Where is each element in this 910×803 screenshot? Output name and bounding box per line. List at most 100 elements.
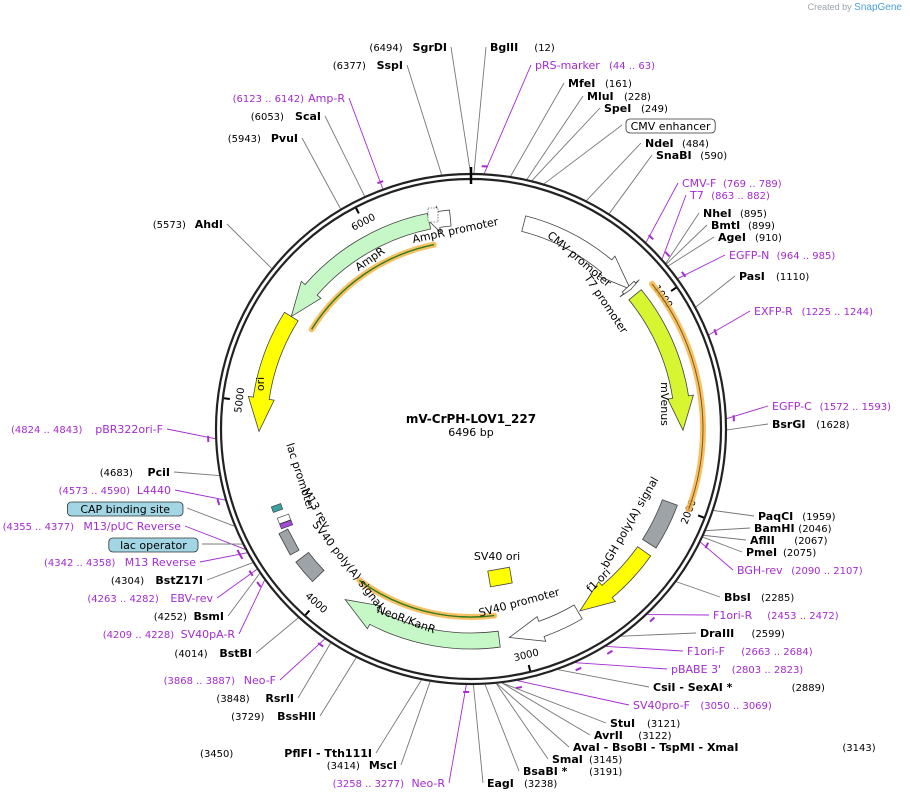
primer-mark: [216, 498, 221, 506]
site-position: (5573): [153, 220, 186, 231]
enzyme-mfei[interactable]: MfeI(161): [568, 77, 632, 90]
site-position: (2803 .. 2823): [732, 665, 804, 676]
primer-neo-f[interactable]: Neo-F(3868 .. 3887): [164, 674, 276, 687]
enzyme-pflfi-tth111i[interactable]: PflFI - Tth111I(3450): [200, 747, 372, 760]
enzyme-paqci[interactable]: PaqCI(1959): [758, 510, 836, 523]
site-name: SV40pA-R: [181, 628, 236, 641]
primer-m13-reverse[interactable]: M13 Reverse(4342 .. 4358): [44, 556, 196, 569]
enzyme-aflii[interactable]: AflII(2067): [750, 534, 828, 547]
enzyme-pcii[interactable]: PciI(4683): [100, 466, 170, 479]
enzyme-mlui[interactable]: MluI(228): [587, 90, 651, 103]
site-name: Neo-F: [244, 674, 276, 687]
enzyme-snabi[interactable]: SnaBI(590): [656, 149, 727, 162]
enzyme-eagi[interactable]: EagI(3238): [487, 777, 557, 790]
leader-line: [677, 254, 726, 279]
feature-box-label: lac operator: [120, 539, 187, 552]
site-position: (4252): [154, 612, 187, 623]
primer-pbr322ori-f[interactable]: pBR322ori-F(4824 .. 4843): [11, 423, 163, 436]
enzyme-pmei[interactable]: PmeI(2075): [746, 546, 816, 559]
primer-neo-r[interactable]: Neo-R(3258 .. 3277): [333, 777, 446, 790]
enzyme-bglii[interactable]: BglII(12): [490, 41, 555, 54]
feature-mvenus[interactable]: [628, 289, 694, 432]
feature-sv40-promoter[interactable]: [508, 604, 583, 642]
feature-ampr[interactable]: [290, 212, 432, 318]
enzyme-pasi[interactable]: PasI(1110): [739, 270, 809, 283]
enzyme-bbsi[interactable]: BbsI(2285): [724, 591, 794, 604]
feature-box-lac-operator[interactable]: lac operator: [108, 537, 199, 553]
feature-box-cmv-enhancer[interactable]: CMV enhancer: [625, 118, 716, 134]
leader-line: [713, 510, 755, 517]
leader-line: [238, 580, 265, 635]
feature-f1-ori[interactable]: [579, 546, 652, 612]
primer-t7[interactable]: T7(863 .. 882): [689, 189, 770, 202]
site-position: (769 .. 789): [723, 179, 782, 190]
enzyme-bsmi[interactable]: BsmI(4252): [154, 610, 224, 623]
site-name: PvuI: [271, 132, 298, 145]
primer-amp-r[interactable]: Amp-R(6123 .. 6142): [233, 92, 346, 105]
enzyme-bmti[interactable]: BmtI(899): [711, 219, 775, 232]
site-position: (6123 .. 6142): [233, 94, 305, 105]
feature-sv40-polya-box[interactable]: [278, 528, 300, 556]
enzyme-avrii[interactable]: AvrII(3122): [594, 729, 672, 742]
feature-bgh-poly-a-signal[interactable]: [642, 499, 678, 549]
enzyme-bamhi[interactable]: BamHI(2046): [754, 522, 832, 535]
enzyme-sgrdi[interactable]: SgrDI(6494): [369, 41, 447, 54]
enzyme-pvui[interactable]: PvuI(5943): [228, 132, 298, 145]
enzyme-sspi[interactable]: SspI(6377): [333, 59, 403, 72]
primer-m13-puc-reverse[interactable]: M13/pUC Reverse(4355 .. 4377): [3, 520, 182, 533]
feature-cap-binding-site[interactable]: [270, 503, 284, 513]
primer-mark: [664, 251, 671, 258]
leader-line: [375, 679, 422, 754]
enzyme-nhei[interactable]: NheI(895): [703, 207, 767, 220]
site-name: RsrII: [265, 692, 294, 705]
enzyme-smai[interactable]: SmaI(3145): [552, 753, 622, 766]
primer-sv40pro-f[interactable]: SV40pro-F(3050 .. 3069): [633, 699, 772, 712]
enzyme-stui[interactable]: StuI(3121): [610, 717, 680, 730]
enzyme-bstbi[interactable]: BstBI(4014): [174, 647, 252, 660]
site-name: BmtI: [711, 219, 740, 232]
inner-feature-label: bGH poly(A) signal: [599, 475, 662, 570]
primer-f1ori-f[interactable]: F1ori-F(2663 .. 2684): [687, 645, 813, 658]
enzyme-spei[interactable]: SpeI(249): [604, 102, 668, 115]
primer-bgh-rev[interactable]: BGH-rev(2090 .. 2107): [737, 564, 863, 577]
primer-pbabe-3[interactable]: pBABE 3'(2803 .. 2823): [671, 663, 803, 676]
enzyme-ahdi[interactable]: AhdI(5573): [153, 218, 223, 231]
site-name: SmaI: [552, 753, 583, 766]
enzyme-draiii[interactable]: DraIII(2599): [700, 627, 785, 640]
primer-f1ori-r[interactable]: F1ori-R(2453 .. 2472): [713, 609, 839, 622]
feature-ori[interactable]: [247, 311, 299, 433]
scale-tick-label: 5000: [233, 387, 247, 414]
feature-cmv-promoter[interactable]: [521, 215, 632, 291]
enzyme-ndei[interactable]: NdeI(484): [645, 137, 709, 150]
enzyme-avai-bsobi-tspmi-xmai[interactable]: AvaI - BsoBI - TspMI - XmaI(3143): [573, 741, 876, 754]
enzyme-bstz17i[interactable]: BstZ17I(4304): [111, 574, 203, 587]
feature-sv40-ori[interactable]: [487, 566, 513, 588]
primer-egfp-n[interactable]: EGFP-N(964 .. 985): [729, 249, 835, 262]
enzyme-bsabi[interactable]: BsaBI *(3191): [523, 765, 622, 778]
enzyme-rsrii[interactable]: RsrII(3848): [216, 692, 294, 705]
feature-t7-promoter[interactable]: [619, 279, 640, 298]
primer-ebv-rev[interactable]: EBV-rev(4263 .. 4282): [87, 592, 213, 605]
primer-sv40pa-r[interactable]: SV40pA-R(4209 .. 4228): [103, 628, 236, 641]
feature-neor-kanr[interactable]: [344, 599, 501, 650]
enzyme-bsrgi[interactable]: BsrGI(1628): [772, 418, 850, 431]
enzyme-bsshii[interactable]: BssHII(3729): [231, 710, 316, 723]
site-position: (228): [624, 92, 651, 103]
primer-cmv-f[interactable]: CMV-F(769 .. 789): [682, 177, 782, 190]
primer-l4440[interactable]: L4440(4573 .. 4590): [59, 484, 171, 497]
plasmid-length: 6496 bp: [448, 426, 493, 439]
enzyme-msci[interactable]: MscI(3414): [327, 759, 397, 772]
feature-sv40-poly-a-signal[interactable]: [295, 551, 325, 583]
feature-box-cap-binding-site[interactable]: CAP binding site: [67, 501, 184, 517]
primer-prs-marker[interactable]: pRS-marker(44 .. 63): [535, 59, 655, 72]
enzyme-agei[interactable]: AgeI(910): [718, 231, 782, 244]
primer-mark: [704, 542, 710, 549]
inner-feature-label: SV40 promoter: [477, 585, 561, 619]
primer-egfp-c[interactable]: EGFP-C(1572 .. 1593): [772, 400, 891, 413]
site-position: (2067): [794, 536, 827, 547]
primer-exfp-r[interactable]: EXFP-R(1225 .. 1244): [754, 305, 873, 318]
enzyme-csii-sexai[interactable]: CsiI - SexAI *(2889): [653, 681, 825, 694]
enzyme-scai[interactable]: ScaI(6053): [251, 110, 321, 123]
feature-lac-promoter[interactable]: [276, 513, 292, 525]
feature-m13-rev[interactable]: [279, 519, 294, 530]
